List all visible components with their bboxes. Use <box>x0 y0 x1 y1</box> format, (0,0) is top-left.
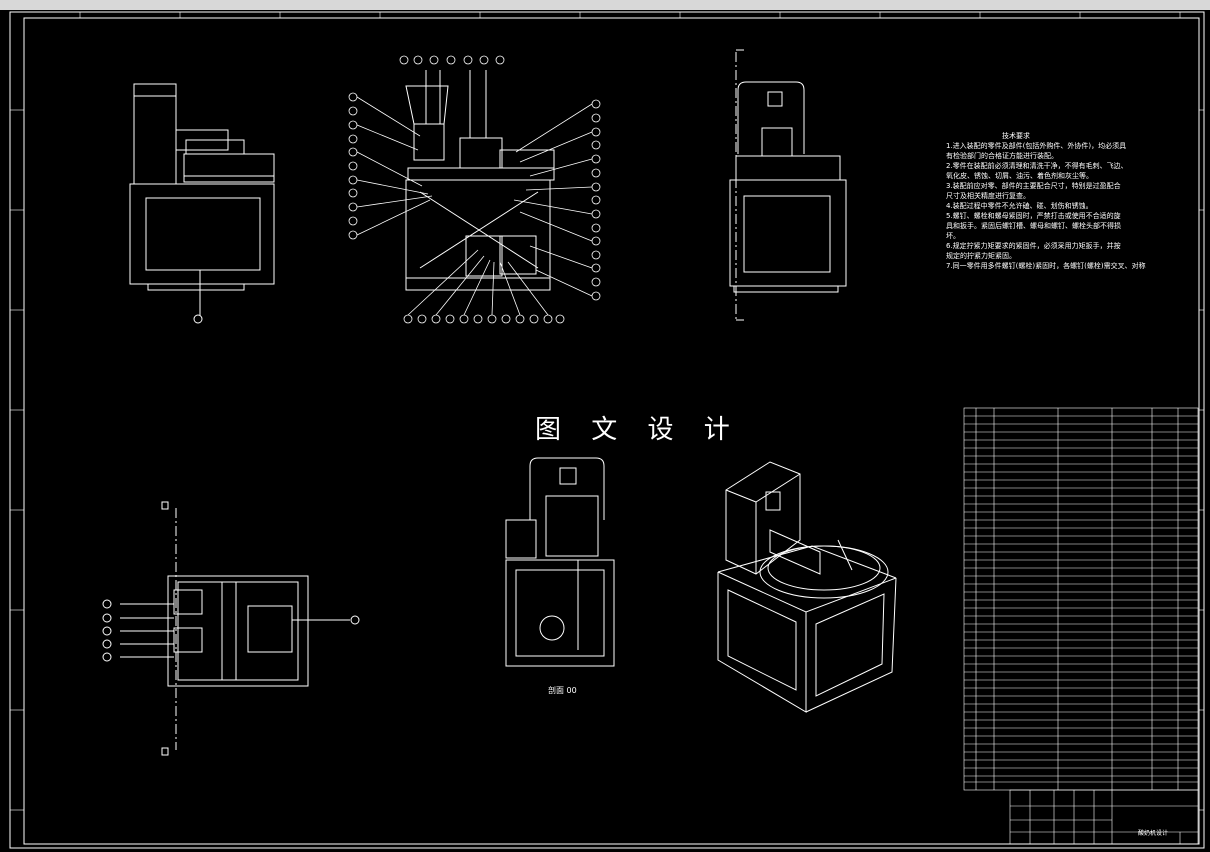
tech-requirement-line: 坏。 <box>946 232 960 240</box>
section-view <box>505 457 615 667</box>
tech-requirement-line: 3.装配前应对零、部件的主要配合尺寸，特别是过盈配合 <box>946 182 1121 190</box>
outer-frame <box>9 11 1205 849</box>
tech-requirement-line: 尺寸及相关精度进行复查。 <box>946 192 1030 200</box>
zone-ticks-top <box>79 12 1181 18</box>
top-view <box>102 501 360 756</box>
isometric-view <box>717 461 897 713</box>
technical-requirements: 技术要求 1.进入装配的零件及部件(包括外购件、外协件)，均必须具 有检验部门的… <box>946 131 1146 271</box>
tech-requirement-line: 6.规定拧紧力矩要求的紧固件，必须采用力矩扳手，并按 <box>946 242 1121 250</box>
tech-requirement-line: 2.零件在装配前必须清理和清洗干净，不得有毛刺、飞边、 <box>946 162 1128 170</box>
watermark-text: 图 文 设 计 <box>535 415 741 445</box>
tech-requirement-line: 1.进入装配的零件及部件(包括外购件、外协件)，均必须具 <box>946 142 1127 150</box>
part-balloons <box>348 55 601 324</box>
parts-list-table <box>963 407 1199 791</box>
title-block <box>1009 789 1199 845</box>
side-view-left <box>129 83 275 324</box>
front-view-center <box>405 70 555 291</box>
side-view-right <box>729 49 847 321</box>
tech-requirement-line: 具和扳手。紧固后螺钉槽、螺母和螺钉、螺栓头部不得损 <box>946 222 1121 230</box>
window-top-strip <box>0 0 1210 10</box>
section-view-label: 剖面 00 <box>548 686 577 695</box>
tech-requirement-line: 氧化皮、锈蚀、切屑、油污、着色剂和灰尘等。 <box>946 172 1093 180</box>
zone-ticks-right <box>1199 109 1204 811</box>
tech-requirement-line: 5.螺钉、螺栓和螺母紧固时，严禁打击或使用不合适的旋 <box>946 212 1121 220</box>
tech-requirement-line: 4.装配过程中零件不允许磕、碰、划伤和锈蚀。 <box>946 202 1093 210</box>
tech-requirements-title: 技术要求 <box>1002 132 1030 140</box>
title-block-drawing-name: 酸奶机设计 <box>1138 830 1169 837</box>
zone-ticks-left <box>10 109 24 811</box>
tech-requirement-line: 有检验部门的合格证方能进行装配。 <box>946 152 1058 160</box>
inner-frame <box>23 17 1200 845</box>
tech-requirement-line: 7.同一零件用多件螺钉(螺栓)紧固时，各螺钉(螺栓)需交叉、对称 <box>946 262 1146 270</box>
tech-requirement-line: 规定的拧紧力矩紧固。 <box>946 252 1016 260</box>
